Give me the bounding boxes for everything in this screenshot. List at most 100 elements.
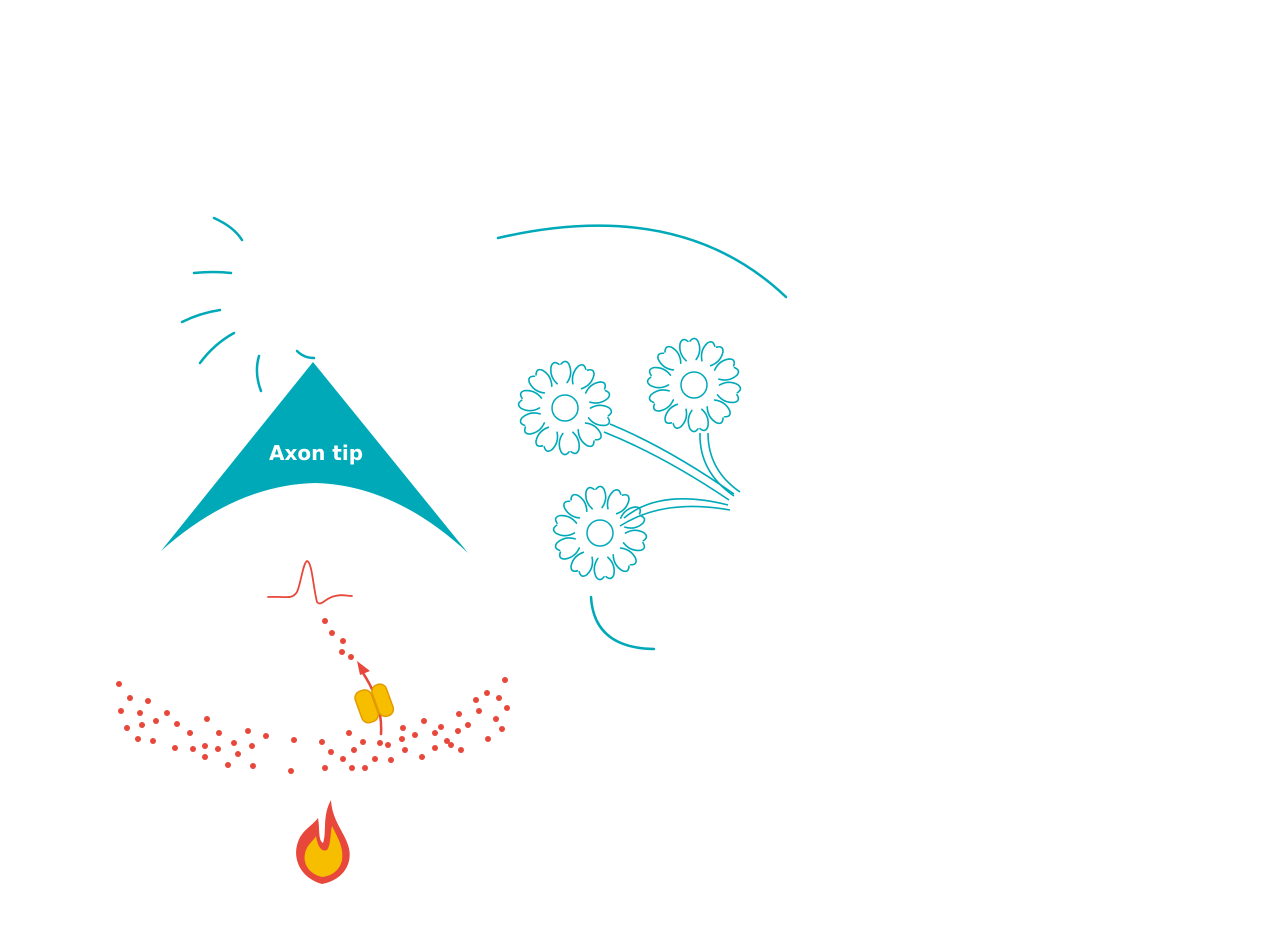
neuron-dendrite: [612, 547, 637, 573]
ion-dot: [502, 677, 508, 683]
neuron-dendrite: [606, 489, 630, 515]
ray-6: [295, 349, 316, 360]
connection-arc-bottom: [589, 595, 656, 651]
ion-dot: [351, 747, 357, 753]
ray-4: [198, 331, 236, 365]
connection-arc-top: [496, 224, 788, 299]
ion-dot: [362, 765, 368, 771]
ion-dot: [448, 742, 454, 748]
ion-dot: [400, 725, 406, 731]
ion-dot: [245, 728, 251, 734]
ion-dot: [124, 725, 130, 731]
neuron-dendrite: [552, 514, 578, 537]
ion-dot: [346, 730, 352, 736]
ion-dot: [360, 739, 366, 745]
ion-dot: [329, 630, 335, 636]
ion-dot: [153, 718, 159, 724]
ion-dot: [263, 733, 269, 739]
neuron-dendrite: [593, 556, 615, 581]
ion-dot: [164, 710, 170, 716]
neuron-dendrite: [535, 426, 559, 452]
ion-dot: [137, 710, 143, 716]
ion-dot: [484, 690, 490, 696]
neuron-dendrite: [706, 399, 731, 425]
neuron-dendrite: [519, 412, 546, 435]
neuron-dendrite: [563, 493, 588, 519]
ion-dot: [340, 638, 346, 644]
ion-dot: [348, 654, 354, 660]
neuron-dendrite: [664, 403, 688, 429]
ion-channel: [354, 661, 395, 736]
neuron-dendrite: [619, 506, 646, 529]
neuron-icon: [552, 485, 648, 581]
ion-dot: [412, 732, 418, 738]
ray-5: [255, 354, 263, 393]
ion-dot: [328, 749, 334, 755]
neuron-dendrite: [622, 529, 648, 552]
ion-dot: [458, 747, 464, 753]
ion-dot: [174, 721, 180, 727]
ion-dot: [485, 736, 491, 742]
ion-dot: [476, 708, 482, 714]
neuron-dendrite: [571, 364, 595, 390]
neuron-nucleus: [680, 371, 708, 399]
ion-dot: [172, 745, 178, 751]
flame-inner: [304, 826, 343, 877]
ion-dot: [202, 743, 208, 749]
neuron-nucleus: [586, 519, 614, 547]
ion-dot: [421, 718, 427, 724]
neuron-dendrite: [687, 408, 709, 433]
neuron-dendrite: [585, 485, 607, 510]
neuron-dendrite: [716, 381, 742, 404]
ion-dot: [504, 705, 510, 711]
neuron-dendrite: [648, 389, 675, 412]
ion-channel-icon: [354, 689, 380, 724]
neuron-dendrite: [657, 345, 682, 371]
ion-dot: [202, 754, 208, 760]
ion-flow-arrow-head: [357, 661, 370, 675]
ion-dot: [127, 695, 133, 701]
ion-dot: [493, 716, 499, 722]
neuron-dendrite: [517, 389, 543, 412]
ion-dot: [225, 762, 231, 768]
neuron-nucleus: [551, 394, 579, 422]
axon-fiber: [619, 505, 731, 527]
neuron-icon: [646, 337, 742, 433]
ion-dot: [432, 745, 438, 751]
neuron-dendrite: [587, 404, 613, 427]
ion-dot: [322, 618, 328, 624]
ion-dot: [187, 730, 193, 736]
axon-fiber: [609, 423, 735, 495]
neuron-dendrite: [646, 366, 672, 389]
ion-dot: [249, 743, 255, 749]
ion-dot: [204, 716, 210, 722]
ion-dot: [215, 746, 221, 752]
neuron-dendrite: [528, 368, 553, 394]
ion-dot: [291, 737, 297, 743]
ion-dot: [288, 768, 294, 774]
neuron-dendrite: [584, 381, 611, 404]
axon-fiber: [699, 432, 735, 497]
ion-dot: [231, 740, 237, 746]
spike-waveform-icon: [267, 560, 353, 605]
ion-dot: [388, 757, 394, 763]
ion-dot: [399, 736, 405, 742]
ion-dot: [456, 711, 462, 717]
flame-icon: [296, 800, 350, 884]
axon-fiber: [623, 498, 729, 519]
ion-dot: [250, 763, 256, 769]
ion-dot: [190, 746, 196, 752]
axon-fiber: [707, 432, 741, 493]
ion-dot: [455, 728, 461, 734]
ion-dot: [438, 724, 444, 730]
ion-dot: [340, 756, 346, 762]
ion-dot: [135, 736, 141, 742]
ion-dot: [235, 751, 241, 757]
axon-tip-shape: [161, 362, 468, 553]
neuron-dendrite: [713, 358, 740, 381]
ion-dot: [145, 698, 151, 704]
neuron-dendrite: [554, 537, 581, 560]
ion-trail: [322, 618, 354, 660]
ion-dot: [319, 739, 325, 745]
